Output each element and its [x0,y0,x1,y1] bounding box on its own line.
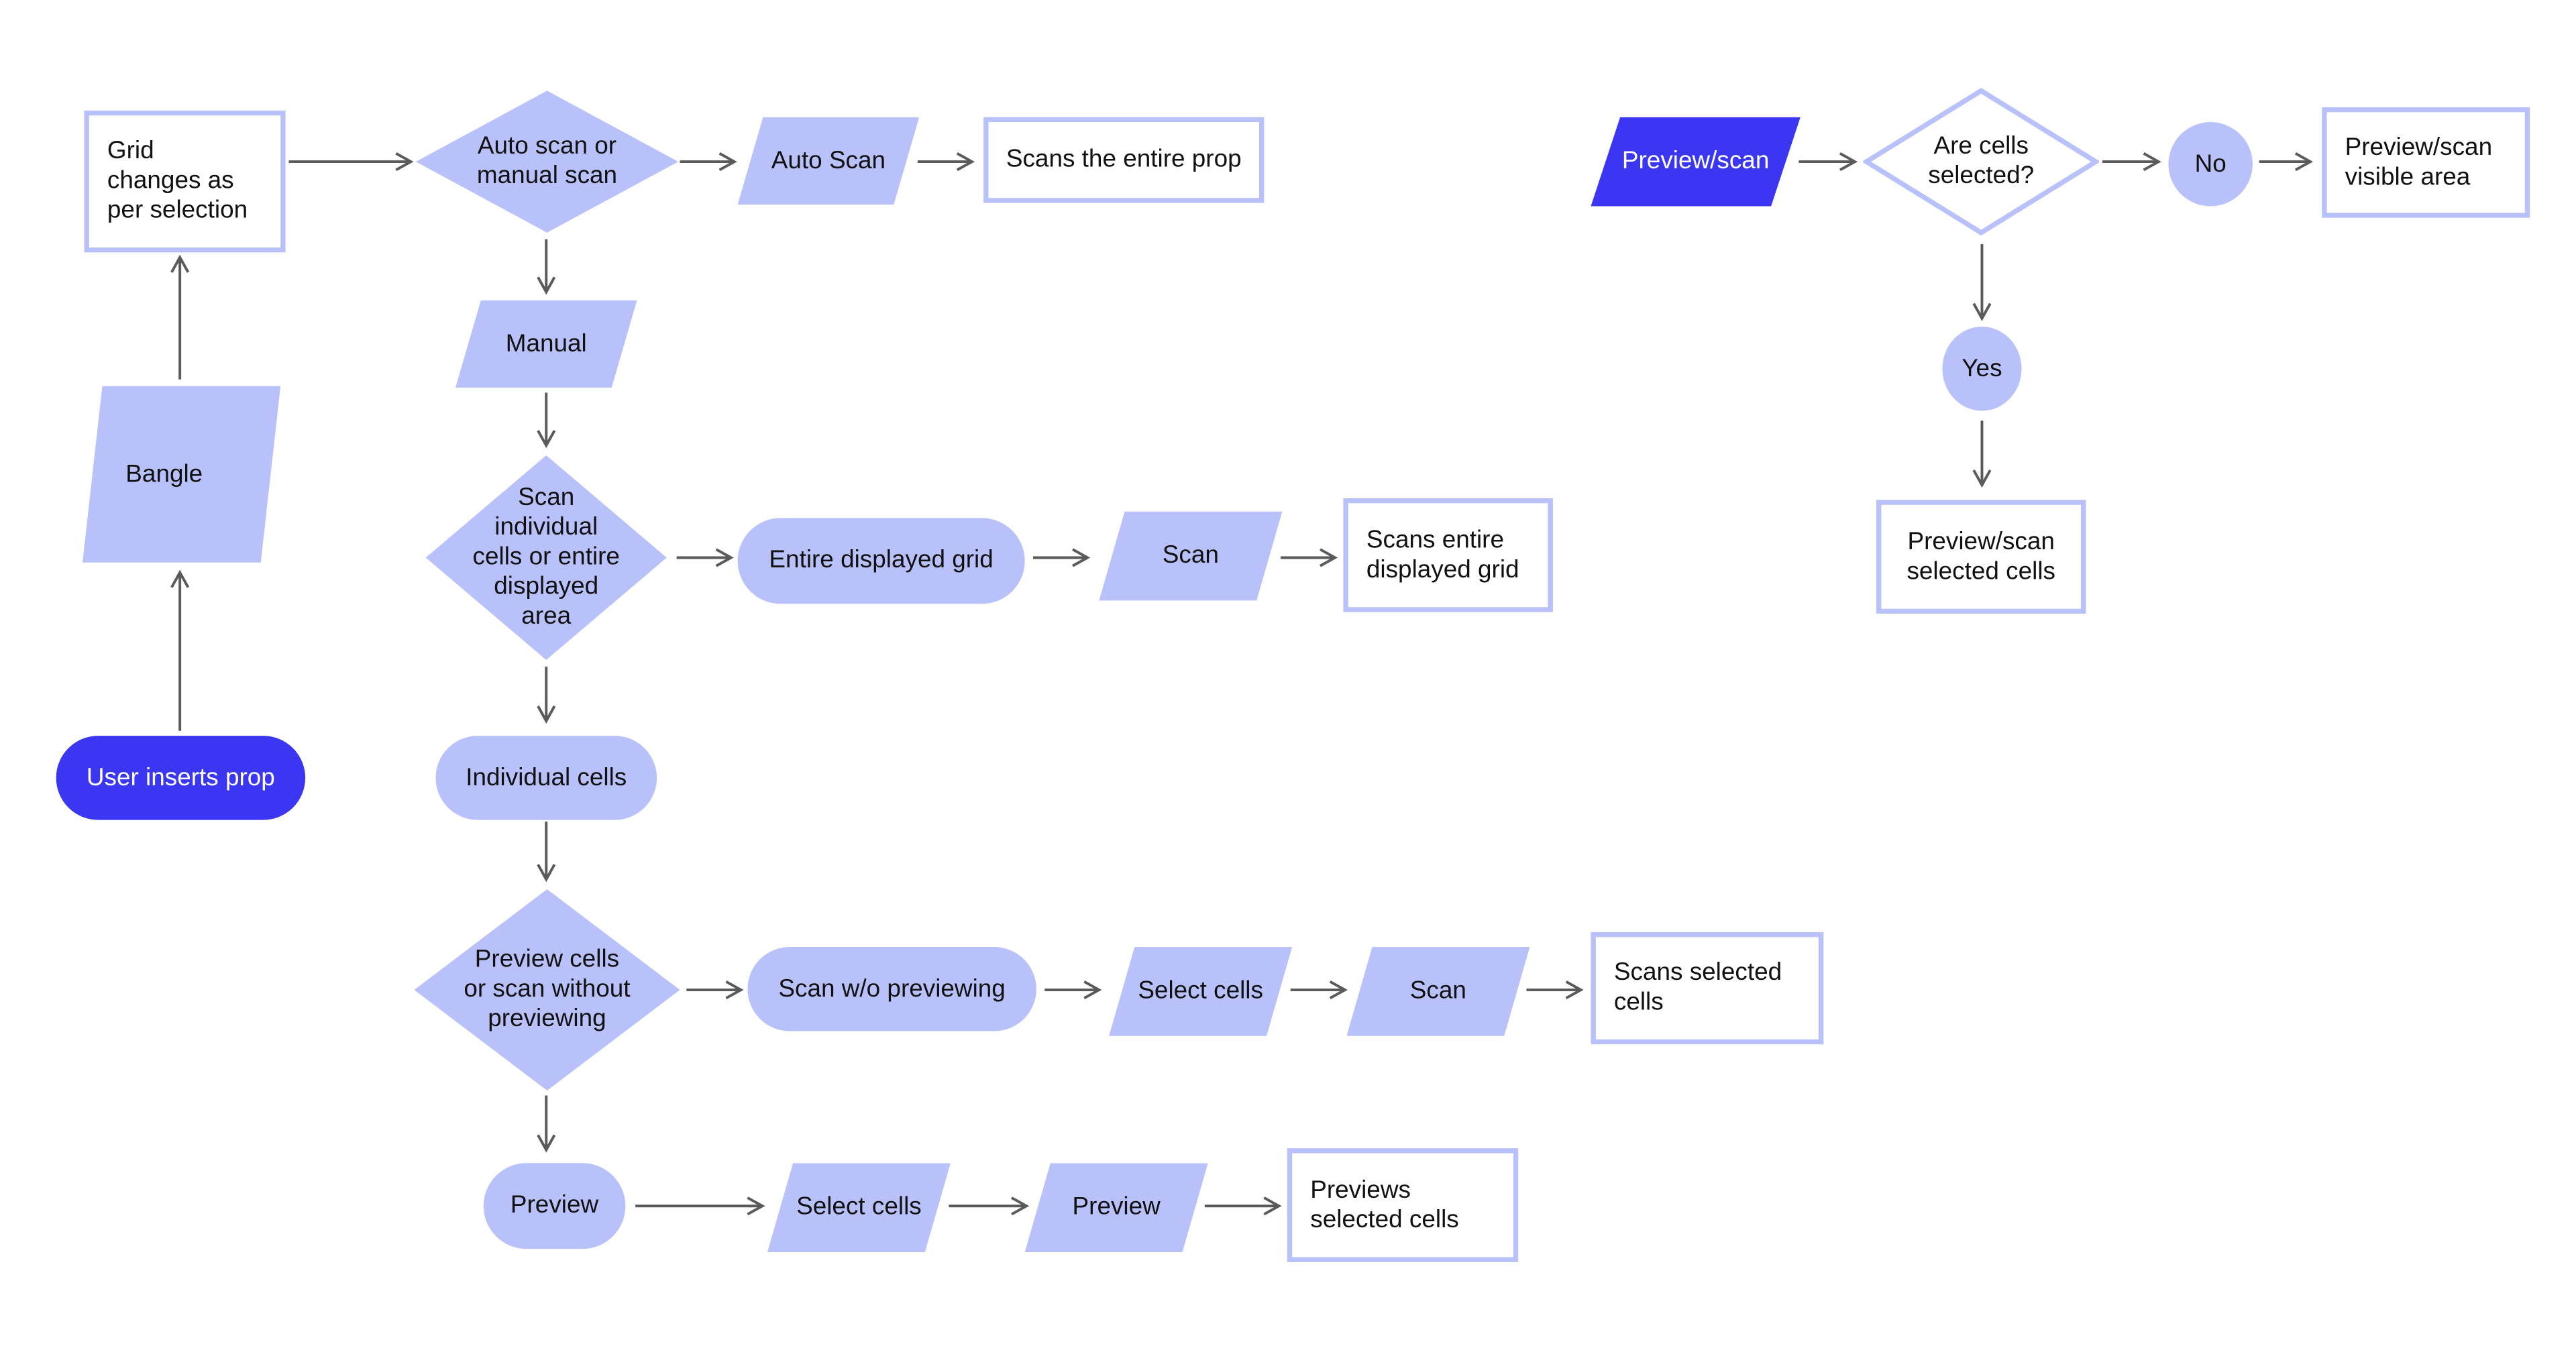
scans-entire-displayed-grid-node: Scans entire displayed grid [1343,498,1553,612]
preview-node-2: Preview [1024,1163,1208,1253]
auto-scan-node: Auto Scan [737,117,920,205]
select-cells-node-1: Select cells [1109,947,1293,1036]
grid-changes-node: Grid changes as per selection [84,110,286,253]
scan-without-previewing-node: Scan w/o previewing [747,947,1036,1031]
prop-type-bangle: Bangle [125,460,203,489]
start-node-user-inserts-prop: User inserts prop [56,736,306,820]
preview-scan-start-node: Preview/scan [1591,117,1801,207]
select-cells-node-2: Select cells [767,1163,951,1253]
prop-types-node: Necklace Bangle Ring [83,386,281,563]
scan-node-1: Scan [1099,511,1283,601]
individual-cells-node: Individual cells [435,736,657,820]
yes-node: Yes [1942,327,2022,411]
scans-selected-cells-node: Scans selected cells [1591,932,1824,1045]
preview-scan-visible-area-node: Preview/scan visible area [2322,107,2530,218]
scans-entire-prop-node: Scans the entire prop [983,117,1265,203]
decision-outline-shape [1863,87,2100,236]
entire-displayed-grid-node: Entire displayed grid [737,518,1025,604]
no-node: No [2168,122,2253,207]
are-cells-selected-decision: Are cells selected? [1863,87,2100,236]
manual-node: Manual [455,300,637,388]
scan-node-2: Scan [1346,947,1530,1036]
previews-selected-cells-node: Previews selected cells [1287,1148,1519,1262]
preview-node-1: Preview [483,1163,626,1249]
preview-scan-selected-cells-node: Preview/scan selected cells [1876,500,2086,614]
